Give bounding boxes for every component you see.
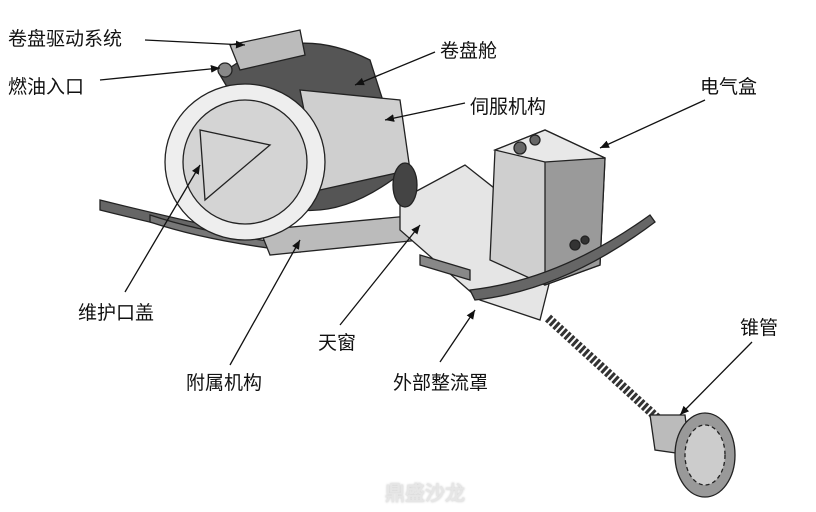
- label-drogue: 锥管: [740, 317, 779, 339]
- pod-body: [99, 29, 736, 498]
- label-skylight: 天窗: [318, 332, 357, 354]
- leader-lines: [99, 39, 753, 416]
- label-servo: 伺服机构: [470, 96, 547, 118]
- label-auxiliary: 附属机构: [186, 372, 263, 394]
- label-reel-bay: 卷盘舱: [440, 40, 498, 62]
- watermark: 鼎盛沙龙: [385, 481, 465, 505]
- label-fairing: 外部整流罩: [393, 372, 489, 394]
- label-electrical-box: 电气盒: [700, 76, 758, 98]
- label-reel-drive: 卷盘驱动系统: [8, 28, 123, 50]
- label-maintenance-cover: 维护口盖: [78, 302, 155, 324]
- label-fuel-inlet: 燃油入口: [8, 76, 85, 98]
